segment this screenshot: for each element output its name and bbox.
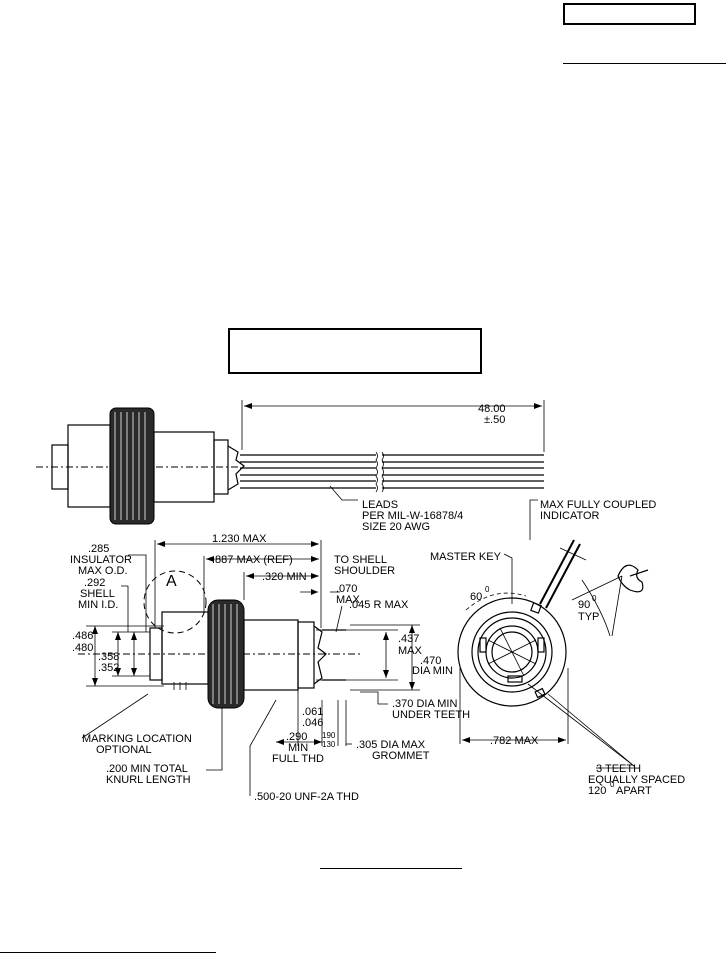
label-marking-1: MARKING LOCATION <box>82 733 192 745</box>
header-box <box>563 3 696 25</box>
connector-side-view <box>78 540 420 796</box>
label-leads-3: SIZE 20 AWG <box>362 521 430 533</box>
label-leads-1: LEADS <box>362 499 398 511</box>
label-320: .320 MIN <box>262 571 307 583</box>
label-teeth-3b: APART <box>616 785 652 797</box>
label-046: .046 <box>302 717 323 729</box>
label-352: .352 <box>98 662 119 674</box>
label-070: .070 <box>336 583 357 595</box>
label-to-shell-2: SHOULDER <box>334 565 395 577</box>
label-358: .358 <box>98 651 119 663</box>
label-437: .437 <box>398 633 419 645</box>
label-887: .887 MAX (REF) <box>212 554 293 566</box>
label-coupled-2: INDICATOR <box>540 510 600 522</box>
label-coupled-1: MAX FULLY COUPLED <box>540 499 656 511</box>
label-60-deg: 0 <box>485 585 490 594</box>
label-insulator-2: MAX O.D. <box>78 565 128 577</box>
label-teeth-3: 120 <box>588 785 606 797</box>
header-rule <box>563 63 726 64</box>
connector-top-view <box>36 400 545 525</box>
label-knurl-1: .200 MIN TOTAL <box>106 763 188 775</box>
label-130: 130 <box>322 740 336 749</box>
label-292: .292 <box>84 577 105 589</box>
label-detail-a: A <box>166 573 177 590</box>
label-typ: TYP <box>578 611 599 623</box>
label-shell-2: MIN I.D. <box>78 599 118 611</box>
label-90: 90 <box>578 599 590 611</box>
label-knurl-2: KNURL LENGTH <box>106 774 191 786</box>
label-shell-1: SHELL <box>80 588 115 600</box>
label-60: 60 <box>470 591 482 603</box>
label-master-key: MASTER KEY <box>430 551 502 563</box>
label-290: .290 <box>286 731 307 743</box>
label-305-2: GROMMET <box>372 750 430 762</box>
label-370-2: UNDER TEETH <box>392 709 470 721</box>
label-full-thd: FULL THD <box>272 753 324 765</box>
label-teeth-1: 3 TEETH <box>596 763 641 775</box>
label-marking-2: OPTIONAL <box>96 744 152 756</box>
label-48-tol: ±.50 <box>484 414 505 426</box>
label-to-shell-1: TO SHELL <box>334 554 387 566</box>
label-insulator-1: INSULATOR <box>70 554 132 566</box>
label-437-max: MAX <box>398 645 423 657</box>
footer-rule <box>0 952 216 953</box>
label-061: .061 <box>302 706 323 718</box>
leads-wires <box>240 451 544 493</box>
connector-end-view <box>457 499 649 769</box>
label-070-max: MAX <box>336 594 361 606</box>
label-290-min: MIN <box>288 742 308 754</box>
label-782: .782 MAX <box>490 735 539 747</box>
label-486: .486 <box>72 630 93 642</box>
label-470: .470 <box>420 655 441 667</box>
label-305-1: .305 DIA MAX <box>356 739 426 751</box>
label-045: .045 R MAX <box>349 599 409 611</box>
label-teeth-2: EQUALLY SPACED <box>588 774 685 786</box>
label-thread: .500-20 UNF-2A THD <box>254 791 359 803</box>
label-1230: 1.230 MAX <box>212 533 267 545</box>
label-370-1: .370 DIA MIN <box>392 698 457 710</box>
caption-rule <box>320 868 462 869</box>
label-470-dia: DIA MIN <box>412 665 453 677</box>
label-48: 48.00 <box>478 403 506 415</box>
label-90-deg: 0 <box>592 594 597 603</box>
label-190: 190 <box>322 731 336 740</box>
figure-title-box <box>228 328 482 374</box>
label-leads-2: PER MIL-W-16878/4 <box>362 510 463 522</box>
label-285: .285 <box>88 543 109 555</box>
label-teeth-deg: 0 <box>610 780 615 789</box>
label-480: .480 <box>72 642 93 654</box>
